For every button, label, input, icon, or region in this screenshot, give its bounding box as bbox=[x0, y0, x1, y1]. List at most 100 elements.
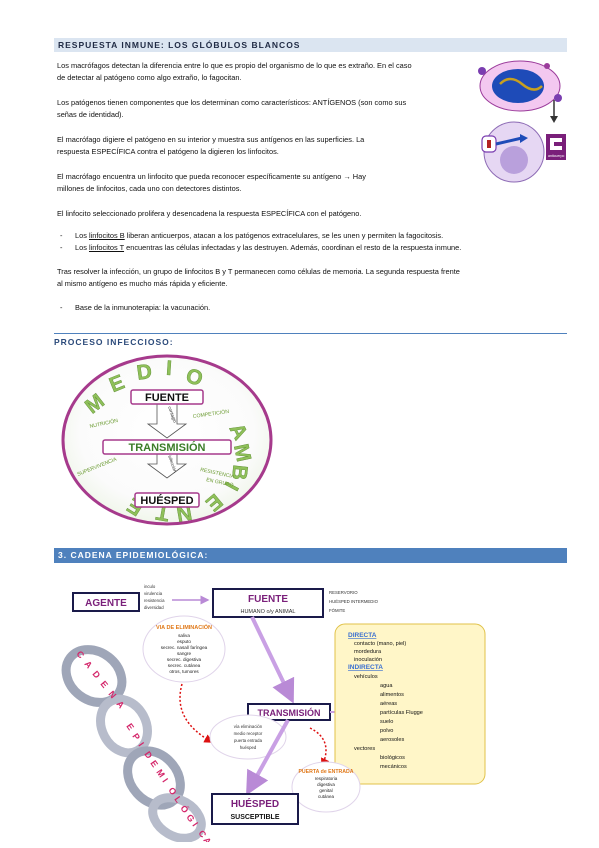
label-fuente-chain: FUENTE bbox=[248, 594, 288, 605]
via-item: secrec. cutánea bbox=[168, 663, 201, 668]
chain-link bbox=[61, 645, 127, 707]
arc-letter: B bbox=[227, 464, 251, 481]
bullet-text-pre: Los bbox=[75, 243, 89, 252]
vector-item: mecánicos bbox=[380, 764, 407, 770]
pathogen-core bbox=[492, 69, 544, 103]
box-huesped-chain bbox=[211, 793, 299, 825]
section-header-chain: 3. CADENA EPIDEMIOLÓGICA: bbox=[54, 548, 567, 563]
vehiculo-item: partículas Flugge bbox=[380, 710, 423, 716]
puerta-entrada-bubble bbox=[291, 761, 361, 813]
arc-letter: I bbox=[165, 357, 172, 380]
fuente-note: RESERVORIO bbox=[329, 590, 358, 595]
puerta-item: genital bbox=[319, 788, 332, 793]
vehiculo-item: suelo bbox=[380, 719, 393, 725]
box-transmision bbox=[102, 439, 232, 455]
bullet-text-post: liberan anticuerpos, atacan a los patóge… bbox=[124, 231, 444, 240]
bullet-lymphocytes-t: - Los linfocitos T encuentras las célula… bbox=[60, 242, 462, 253]
chain-letter: I bbox=[190, 820, 200, 828]
section-rule bbox=[54, 333, 567, 334]
bullet-vaccination-text: Base de la inmunoterapia: la vacunación. bbox=[75, 303, 211, 312]
arrow-dotted-via bbox=[179, 683, 214, 743]
trans-note: vía eliminación bbox=[234, 724, 263, 729]
label-vectores: vectores bbox=[354, 746, 375, 752]
label-indirecta: INDIRECTA bbox=[348, 664, 383, 671]
label-infeccion: infección bbox=[167, 455, 178, 474]
chain-letter: M bbox=[154, 767, 166, 779]
bullet-vaccination: - Base de la inmunoterapia: la vacunació… bbox=[60, 302, 211, 313]
phagocytosis-illustration: anticuerpo bbox=[478, 60, 566, 183]
chain-link bbox=[148, 793, 206, 842]
bullet-lymphocytes-b: - Los linfocitos B liberan anticuerpos, … bbox=[60, 230, 444, 241]
fuente-note: FÓMITE bbox=[329, 608, 345, 613]
via-item: sangre bbox=[177, 651, 191, 656]
label-fuente: FUENTE bbox=[145, 392, 189, 404]
paragraph-lymphocyte-b: millones de linfocitos, cada uno con det… bbox=[57, 184, 242, 193]
label-huesped: HUÉSPED bbox=[140, 494, 193, 507]
arrow-fuente-transmision bbox=[250, 616, 295, 704]
agente-note: inculo bbox=[144, 584, 156, 589]
section-header-immune: RESPUESTA INMUNE: LOS GLÓBULOS BLANCOS bbox=[54, 38, 567, 52]
paragraph-digestion: El macrófago digiere el patógeno en su i… bbox=[57, 135, 365, 144]
vehiculo-item: aerosoles bbox=[380, 737, 404, 743]
bullet-dash: - bbox=[60, 231, 63, 240]
trans-notes-bubble bbox=[209, 714, 287, 760]
term-linfocitos-b: linfocitos B bbox=[88, 231, 125, 240]
bullet-dash: - bbox=[60, 243, 63, 252]
label-transmision: TRANSMISIÓN bbox=[129, 441, 206, 454]
trans-note: puerta entrada bbox=[234, 738, 263, 743]
chain-letter: E bbox=[124, 721, 136, 732]
chain-letter: A bbox=[201, 835, 213, 842]
chain-letter: G bbox=[184, 812, 196, 823]
chain-letter: E bbox=[98, 679, 110, 690]
chain-letter: D bbox=[90, 669, 102, 681]
via-item: saliva bbox=[178, 633, 190, 638]
via-item: esputo bbox=[177, 639, 191, 644]
directa-item: contacto (mano, piel) bbox=[354, 641, 406, 647]
directa-item: mordedura bbox=[354, 649, 382, 655]
fuente-note: HUÉSPED INTERMEDIO bbox=[329, 599, 379, 604]
chain-letter: C bbox=[196, 828, 208, 839]
term-linfocitos-t: linfocitos T bbox=[88, 243, 125, 252]
arrow-dotted-puerta bbox=[309, 727, 330, 768]
trans-note: huésped bbox=[240, 745, 257, 750]
chain-letter: P bbox=[130, 731, 142, 742]
bullet-text-post: encuentras las células infectadas y las … bbox=[124, 243, 462, 252]
chain-letter: L bbox=[172, 794, 184, 805]
paragraph-digestion-b: respuesta ESPECÍFICA contra el patógeno … bbox=[57, 147, 279, 156]
agente-note: resistencia bbox=[144, 598, 165, 603]
infection-process-diagram: M E D I O A M B I E N T E contagio infec… bbox=[61, 354, 273, 526]
epidemiological-chain-diagram: C A D E N A E P I D E M I O L Ó G I C A … bbox=[61, 584, 486, 842]
label-via-title: VIA DE ELIMINACIÓN bbox=[156, 623, 212, 631]
paragraph-macrophage-1b: de detectar al patógeno como algo extrañ… bbox=[57, 73, 242, 82]
chain-letter: I bbox=[160, 776, 170, 784]
arc-letter: O bbox=[183, 364, 206, 391]
chain-letter: I bbox=[136, 740, 146, 748]
vehiculo-item: aéreas bbox=[380, 701, 397, 707]
transmission-types-box bbox=[334, 623, 486, 785]
chain-letter: C bbox=[74, 649, 86, 661]
vehiculo-item: agua bbox=[380, 683, 393, 689]
arc-letter: M bbox=[229, 442, 255, 464]
label-fuente-sub: HUMANO o/y ANIMAL bbox=[240, 609, 295, 615]
label-transmision-chain: TRANSMISIÓN bbox=[258, 707, 321, 718]
paragraph-macrophage-1: Los macrófagos detectan la diferencia en… bbox=[57, 61, 412, 70]
label-vehiculos: vehículos bbox=[354, 674, 378, 680]
directa-item: inoculación bbox=[354, 657, 382, 663]
arc-letter: D bbox=[135, 360, 153, 385]
label-en-grupo: EN GRUPO bbox=[206, 477, 234, 489]
label-agente: AGENTE bbox=[85, 598, 127, 609]
vector-item: biológicos bbox=[380, 755, 405, 761]
box-huesped bbox=[134, 492, 200, 508]
label-susceptible: SUSCEPTIBLE bbox=[230, 814, 279, 821]
arrow-transmision-huesped bbox=[246, 719, 290, 796]
label-huesped-chain: HUÉSPED bbox=[231, 797, 279, 810]
trans-note: medio receptor bbox=[234, 731, 263, 736]
arrow-contagio bbox=[146, 403, 188, 439]
paragraph-lymphocyte: El macrófago encuentra un linfocito que … bbox=[57, 172, 366, 181]
paragraph-memory: Tras resolver la infección, un grupo de … bbox=[57, 267, 460, 276]
paragraph-proliferation: El linfocito seleccionado prolifera y de… bbox=[57, 209, 362, 218]
via-eliminacion-bubble bbox=[142, 615, 226, 683]
puerta-item: cutánea bbox=[318, 794, 335, 799]
chain-letter: O bbox=[166, 785, 178, 796]
paragraph-memory-b: al mismo antígeno es mucho más rápida y … bbox=[57, 279, 228, 288]
